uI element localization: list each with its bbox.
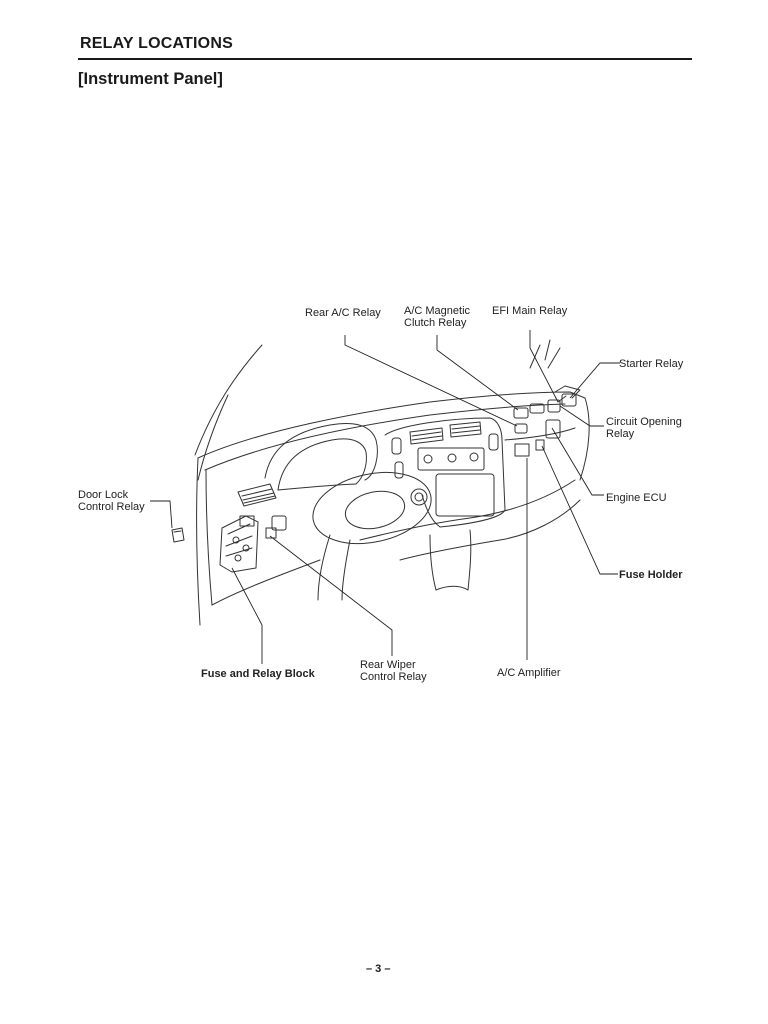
fuse-relay-block-outline [219, 515, 259, 573]
steering-column [317, 534, 331, 601]
section-subtitle: [Instrument Panel] [78, 70, 223, 88]
leader-fuse-relay-block [231, 567, 263, 664]
label-rear-ac-relay: Rear A/C Relay [305, 307, 381, 319]
steering-wheel-hub [344, 490, 406, 530]
dashboard-left-edge [205, 469, 213, 606]
center-vent-left [409, 427, 444, 445]
label-circuit-opening-relay-2: Relay [606, 428, 635, 440]
label-door-lock-control-relay-1: Door Lock [78, 489, 129, 501]
climate-panel [417, 447, 485, 471]
steering-wheel-rim [312, 471, 432, 545]
ac-amplifier-shape [514, 443, 530, 457]
engine-ecu-shape [545, 419, 561, 439]
leader-rear-ac-relay [344, 335, 518, 427]
label-rear-wiper-control-relay-1: Rear Wiper [360, 659, 416, 671]
glovebox-line [504, 427, 576, 441]
label-ac-magnetic-clutch-relay-1: A/C Magnetic [404, 305, 471, 317]
cluster-bottom [277, 483, 357, 491]
door-lock-relay-shape [171, 527, 185, 543]
starter-relay-shape [561, 393, 577, 407]
leader-circuit-opening [559, 405, 604, 427]
side-vent-left [391, 437, 402, 455]
leader-starter-relay [569, 362, 620, 399]
dashboard-left-side [196, 457, 201, 626]
dashboard-lower-right-2 [399, 499, 581, 561]
center-stack [384, 417, 506, 528]
a-pillar-line-2 [197, 394, 229, 481]
label-efi-main-relay: EFI Main Relay [492, 305, 568, 317]
label-fuse-and-relay-block: Fuse and Relay Block [201, 668, 315, 680]
label-engine-ecu: Engine ECU [606, 492, 667, 504]
title-rule [78, 58, 692, 60]
dashboard-lower [211, 559, 321, 606]
console [429, 534, 437, 591]
cowl-line [529, 344, 541, 369]
section-title: RELAY LOCATIONS [80, 35, 233, 52]
label-door-lock-control-relay-2: Control Relay [78, 501, 145, 513]
dashboard-lower-right [359, 479, 576, 541]
label-starter-relay: Starter Relay [619, 358, 684, 370]
center-vent-right [449, 421, 482, 438]
label-circuit-opening-relay-1: Circuit Opening [606, 416, 682, 428]
leader-door-lock [150, 500, 173, 529]
cluster-face [277, 438, 367, 491]
audio-panel [435, 473, 495, 517]
efi-main-relay-shape [529, 403, 545, 414]
leader-efi-main-relay [529, 330, 559, 403]
ignition [410, 488, 428, 506]
leader-engine-ecu [551, 427, 604, 496]
a-pillar-line [194, 344, 263, 456]
left-vent [237, 483, 277, 507]
rear-wiper-relay-shape [265, 527, 277, 539]
label-ac-amplifier: A/C Amplifier [497, 667, 561, 679]
steering-column-2 [341, 539, 351, 601]
leader-rear-wiper [269, 535, 393, 656]
label-rear-wiper-control-relay-2: Control Relay [360, 671, 427, 683]
dashboard-top [197, 391, 586, 459]
cluster-hood [264, 423, 378, 481]
label-ac-magnetic-clutch-relay-2: Clutch Relay [404, 317, 467, 329]
dashboard-right-end [579, 397, 590, 481]
ac-magnetic-clutch-relay-shape [513, 407, 529, 419]
rear-ac-relay-shape [514, 423, 528, 434]
fuse-holder-shape [535, 439, 545, 451]
leader-fuse-holder [541, 445, 618, 575]
leader-ac-magnetic-clutch [436, 335, 519, 411]
page-number: – 3 – [366, 963, 391, 975]
side-vent-right [488, 433, 499, 451]
dashboard-top-inner [204, 403, 566, 471]
label-fuse-holder: Fuse Holder [619, 569, 683, 581]
